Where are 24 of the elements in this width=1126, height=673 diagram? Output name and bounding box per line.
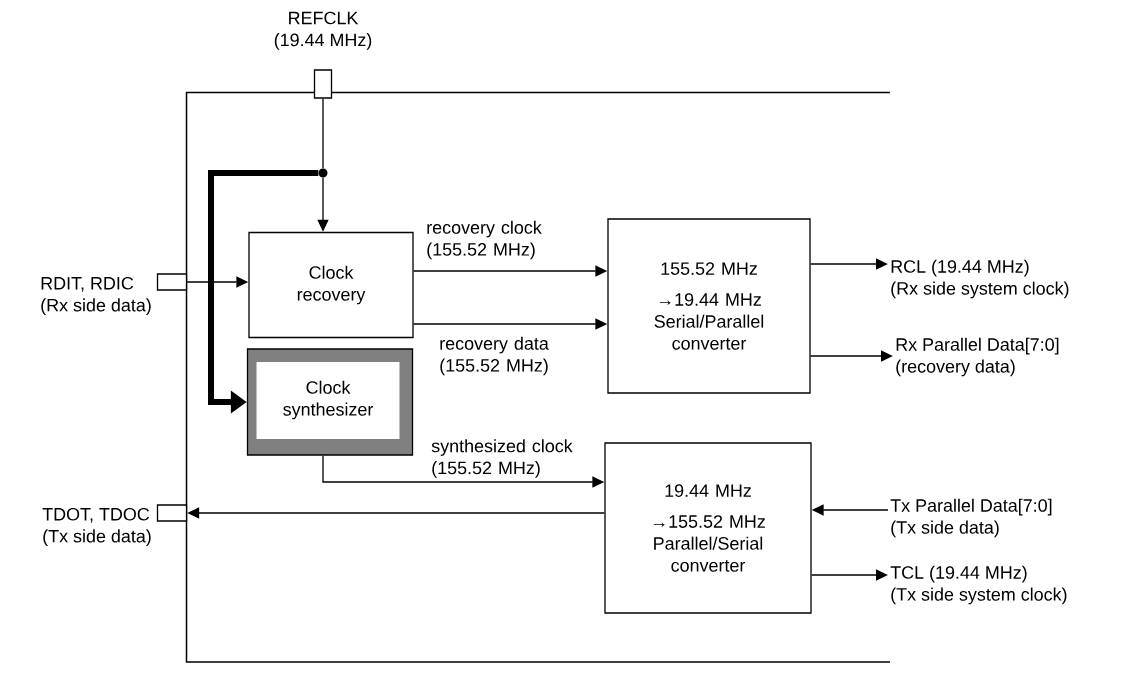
process-box: 155.52 MHz →19.44 MHz Serial/Parallel converter (607, 218, 811, 394)
node-label: REFCLK (289, 11, 359, 25)
node-label: (19.44 MHz) (274, 33, 372, 50)
process-box: Clock synthesizer (246, 348, 414, 456)
process-box: Clock recovery (248, 231, 414, 339)
node-label: (Tx side data) (43, 529, 151, 547)
edge-label: recovery data (155.52 MHz) (440, 336, 549, 376)
node-label: TDOT, TDOC (42, 507, 150, 523)
node-label: RDIT, RDIC (41, 276, 134, 292)
signal-label: TCL (19.44 MHz) (Tx side system clock) (890, 565, 1067, 605)
node-label: (Rx side data) (41, 298, 151, 316)
edge-label: synthesized clock (155.52 MHz) (431, 439, 573, 478)
chip-outline (185, 91, 891, 663)
signal-label: RCL (19.44 MHz) (Rx side system clock) (891, 259, 1069, 299)
pin-terminal: RDIT, RDIC (Rx side data) (41, 273, 188, 316)
pin-terminal: REFCLK (19.44 MHz) (274, 11, 372, 99)
arrow (810, 350, 893, 362)
edge-label: recovery clock (155.52 MHz) (427, 220, 542, 260)
arrow (811, 569, 888, 581)
arrow (810, 258, 888, 270)
signal-label: Tx Parallel Data[7:0] (Tx side data) (890, 498, 1052, 538)
pin-terminal: TDOT, TDOC (Tx side data) (42, 504, 188, 547)
process-box: 19.44 MHz →155.52 MHz Parallel/Serial converter (604, 442, 812, 614)
signal-label: Rx Parallel Data[7:0] (recovery data) (896, 337, 1059, 377)
